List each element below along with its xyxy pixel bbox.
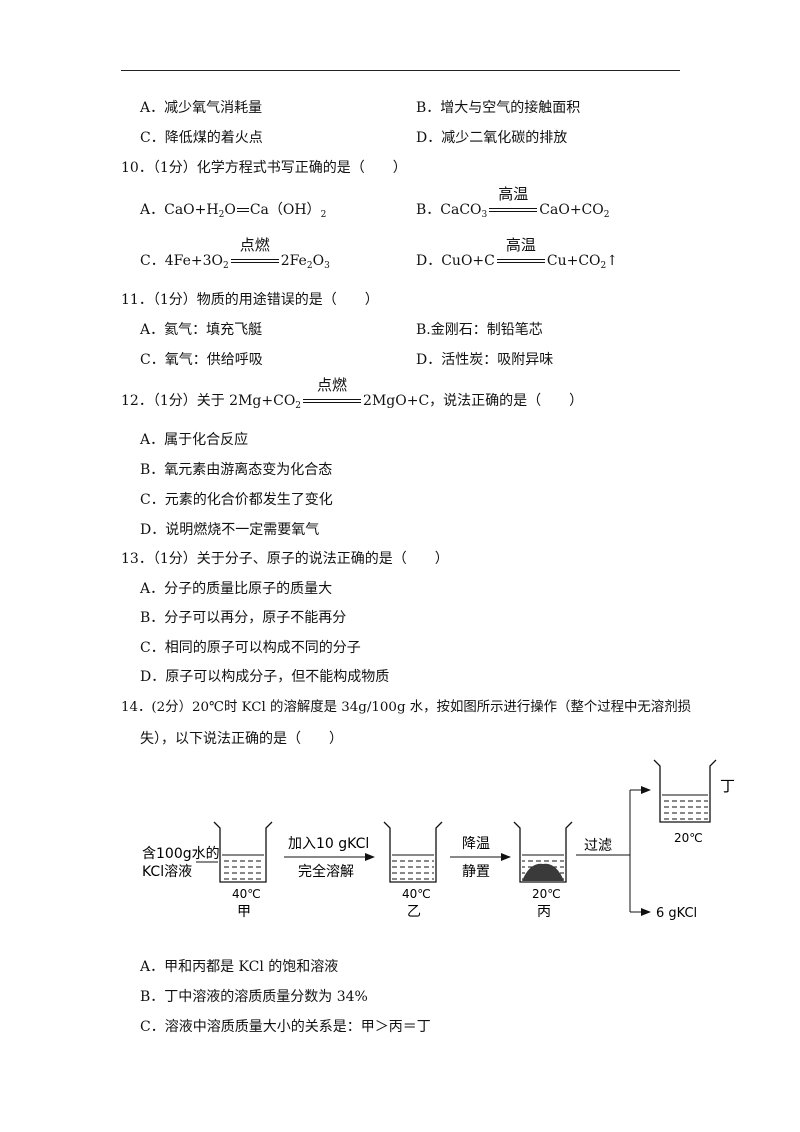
up-arrow-icon: ↑ xyxy=(606,253,618,269)
q9-option-d: D．减少二氧化碳的排放 xyxy=(416,130,568,146)
q10-b-sub2: 2 xyxy=(603,210,610,220)
start-label-line2: KCl溶液 xyxy=(142,864,192,880)
beaker-jia xyxy=(213,821,273,883)
q12-option-b: B．氧元素由游离态变为化合态 xyxy=(140,462,333,478)
precipitate-icon xyxy=(522,863,564,881)
q10-c-sub1: 2 xyxy=(222,261,229,271)
q9-option-b: B．增大与空气的接触面积 xyxy=(416,100,581,116)
q10-a-pre: A．CaO+H xyxy=(140,202,219,218)
q10-c-pre: C．4Fe+3O xyxy=(140,253,223,269)
bing-temp: 20℃ xyxy=(532,887,561,901)
q14-option-c: C．溶液中溶质质量大小的关系是：甲＞丙＝丁 xyxy=(140,1019,431,1035)
q12-stem: 12．（1分）关于 2Mg+CO2 点燃 2MgO+C，说法正确的是（ ） xyxy=(121,376,584,411)
condition-text: 点燃 xyxy=(239,236,270,254)
q11-stem: 11．（1分）物质的用途错误的是（ ） xyxy=(121,292,379,308)
q10-c-sub2: 2 xyxy=(306,261,313,271)
q13-stem: 13．（1分）关于分子、原子的说法正确的是（ ） xyxy=(121,551,449,567)
jia-name: 甲 xyxy=(237,904,251,920)
q11-option-b: B.金刚石：制铅笔芯 xyxy=(416,322,543,338)
q11-option-d: D．活性炭：吸附异味 xyxy=(416,352,554,368)
q12-option-d: D．说明燃烧不一定需要氧气 xyxy=(140,522,320,538)
bing-name: 丙 xyxy=(537,904,551,920)
start-label-line1: 含100g水的 xyxy=(142,846,220,862)
q10-d-post: Cu+CO xyxy=(546,253,601,269)
q11-option-c: C．氧气：供给呼吸 xyxy=(140,352,263,368)
beaker-yi xyxy=(383,821,443,883)
q12-option-c: C．元素的化合价都发生了变化 xyxy=(140,492,333,508)
q9-option-c: C．降低煤的着火点 xyxy=(140,130,263,146)
q10-c-post2: O xyxy=(312,253,325,269)
yi-name: 乙 xyxy=(407,904,421,920)
q12-stem-post: 2MgO+C，说法正确的是（ ） xyxy=(363,393,584,409)
step3-label: 过滤 xyxy=(584,838,612,854)
q14-option-a: A．甲和丙都是 KCl 的饱和溶液 xyxy=(140,959,339,975)
q14-option-b: B．丁中溶液的溶质质量分数为 34% xyxy=(140,989,368,1005)
q14-stem-line1: 14．(2分）20℃时 KCl 的溶解度是 34g/100g 水，按如图所示进行… xyxy=(121,700,691,715)
q13-option-d: D．原子可以构成分子，但不能构成物质 xyxy=(140,669,390,685)
q10-a-mid: O xyxy=(224,202,236,218)
condition-text: 高温 xyxy=(498,185,529,203)
jia-temp: 40℃ xyxy=(232,887,261,901)
q10-b-post: CaO+CO xyxy=(539,202,604,218)
q10-d-sub: 2 xyxy=(600,261,607,271)
q12-option-a: A．属于化合反应 xyxy=(140,432,249,448)
step2-bottom: 静置 xyxy=(462,864,490,880)
q13-option-a: A．分子的质量比原子的质量大 xyxy=(140,581,333,597)
reaction-condition: 点燃 xyxy=(229,236,281,270)
q12-stem-sub: 2 xyxy=(295,401,302,411)
q10-a-post: Ca（OH） xyxy=(249,202,321,218)
condition-text: 高温 xyxy=(505,236,536,254)
q10-option-d: D．CuO+C 高温 Cu+CO2↑ xyxy=(416,236,618,271)
beaker-ding xyxy=(653,759,717,823)
precipitate-mass: 6 gKCl xyxy=(656,906,697,921)
q13-option-b: B．分子可以再分，原子不能再分 xyxy=(140,610,347,626)
reaction-condition: 高温 xyxy=(495,236,547,270)
step2-top: 降温 xyxy=(462,836,490,852)
step1-top: 加入10 gKCl xyxy=(288,836,369,852)
header-rule xyxy=(121,70,680,71)
q10-d-pre: D．CuO+C xyxy=(416,253,495,269)
q10-c-sub3: 3 xyxy=(324,261,330,271)
q9-option-a: A．减少氧气消耗量 xyxy=(140,100,263,116)
q10-option-b: B．CaCO3 高温 CaO+CO2 xyxy=(416,185,610,220)
reaction-condition: 点燃 xyxy=(301,376,363,410)
condition-text: 点燃 xyxy=(317,376,348,394)
q10-a-sub1: 2 xyxy=(218,210,225,220)
q14-stem-line2: 失），以下说法正确的是（ ） xyxy=(140,731,343,747)
step1-bottom: 完全溶解 xyxy=(298,863,354,880)
ding-temp: 20℃ xyxy=(674,831,703,845)
beaker-bing xyxy=(513,821,573,883)
q10-stem: 10．（1分）化学方程式书写正确的是（ ） xyxy=(121,160,407,176)
q12-stem-pre: 12．（1分）关于 2Mg+CO xyxy=(121,393,296,409)
q11-option-a: A．氦气：填充飞艇 xyxy=(140,322,263,338)
q10-b-sub1: 3 xyxy=(481,210,488,220)
q10-a-sub2: 2 xyxy=(320,210,327,220)
q10-b-pre: B．CaCO xyxy=(416,202,482,218)
reaction-condition: 高温 xyxy=(487,185,539,219)
q10-c-post1: 2Fe xyxy=(280,253,307,269)
ding-name: 丁 xyxy=(720,777,735,795)
equals-sign-icon xyxy=(236,201,250,219)
yi-temp: 40℃ xyxy=(402,887,431,901)
experiment-diagram: 含100g水的 KCl溶液 40℃ 甲 加入10 gKCl 完全溶解 40℃ 乙… xyxy=(142,759,735,921)
q13-option-c: C．相同的原子可以构成不同的分子 xyxy=(140,640,361,656)
